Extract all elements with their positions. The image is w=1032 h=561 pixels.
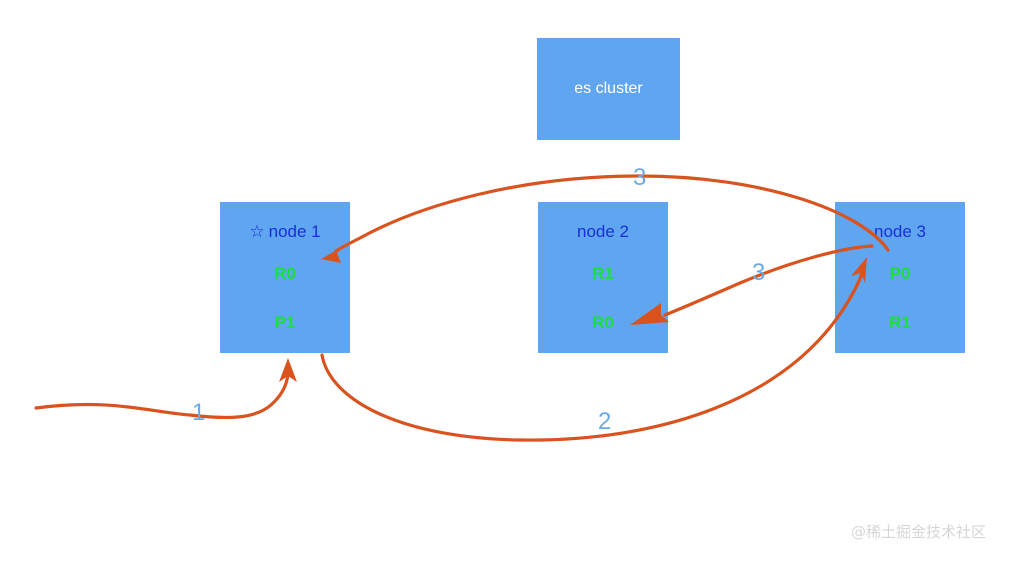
node-1-shard-1: P1 (274, 313, 296, 332)
step-label-1: 1 (192, 399, 206, 426)
step-label-2: 2 (598, 408, 612, 435)
watermark: @稀土掘金技术社区 (851, 523, 987, 541)
node-box-node-1: ☆node 1 R0 P1 (220, 202, 350, 353)
node-1-title-text: node 1 (268, 222, 321, 241)
node-box-node-2: node 2 R1 R0 (538, 202, 668, 353)
node-box-node-3: node 3 P0 R1 (835, 202, 965, 353)
step-label-3b: 3 (752, 259, 766, 286)
node-2-title: node 2 (538, 222, 668, 242)
node-2-shard-1: R0 (592, 313, 614, 332)
node-1-title: ☆node 1 (220, 222, 350, 242)
node-3-shard-1: R1 (889, 313, 911, 332)
step-label-3a: 3 (633, 164, 647, 191)
arrow-step-1-path (34, 372, 290, 420)
node-3-title-text: node 3 (874, 222, 926, 241)
es-cluster-label: es cluster (574, 80, 643, 97)
star-icon: ☆ (249, 222, 265, 241)
node-1-shard-0: R0 (274, 264, 296, 283)
node-2-shard-0: R1 (592, 264, 614, 283)
node-3-title: node 3 (835, 222, 965, 242)
node-3-shard-0: P0 (889, 264, 911, 283)
node-2-title-text: node 2 (577, 222, 629, 241)
es-cluster-box: es cluster (537, 38, 680, 140)
arrow-step-1-head (279, 358, 297, 382)
